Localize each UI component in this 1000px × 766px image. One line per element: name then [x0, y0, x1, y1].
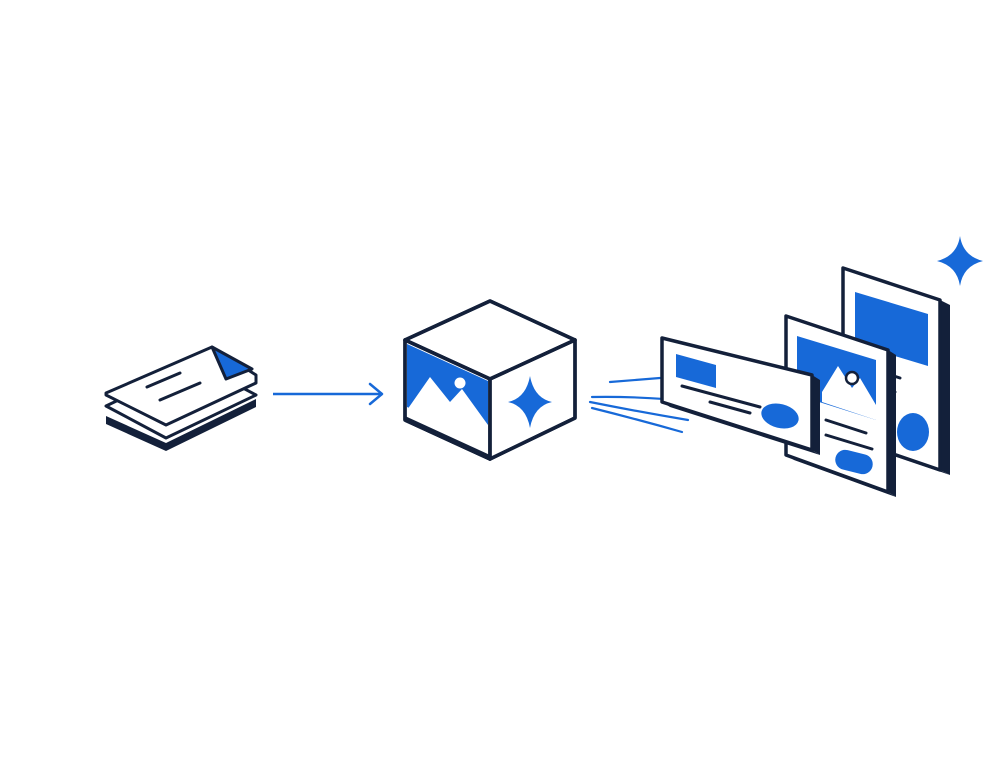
mountain-icon	[407, 377, 488, 446]
mountain-icon	[822, 366, 876, 420]
document-sheet-bottom	[106, 399, 256, 451]
motion-line	[608, 376, 662, 384]
card-text-line	[680, 384, 762, 409]
card-text-line	[708, 400, 752, 415]
card-side	[812, 375, 820, 455]
card-button-blob	[897, 413, 929, 451]
card-button-blob	[761, 403, 799, 429]
motion-line	[590, 406, 684, 434]
sun-icon	[454, 377, 466, 389]
image-sparkle-cube-icon	[403, 299, 577, 461]
motion-line	[588, 400, 690, 422]
sparkle-icon	[508, 376, 552, 428]
document-text-line	[158, 381, 202, 402]
cube-edge	[488, 338, 577, 381]
document-stack-icon	[104, 345, 258, 451]
card-text-line	[824, 418, 868, 435]
cube-outline	[403, 299, 577, 461]
card-text-line	[824, 433, 874, 451]
card-side	[888, 350, 896, 497]
card-button-pill	[835, 449, 873, 475]
card-side	[940, 300, 950, 475]
card-image-block	[676, 354, 716, 388]
cube-edge	[403, 338, 492, 381]
layout-card-wide	[660, 336, 820, 455]
arrow-connector	[273, 382, 384, 406]
document-text-line	[145, 371, 182, 389]
layout-cards-icon	[660, 266, 950, 497]
sparkle-icon	[937, 236, 983, 286]
sun-icon	[844, 370, 860, 386]
arrow-head-icon	[368, 382, 384, 406]
folded-corner	[210, 345, 254, 381]
